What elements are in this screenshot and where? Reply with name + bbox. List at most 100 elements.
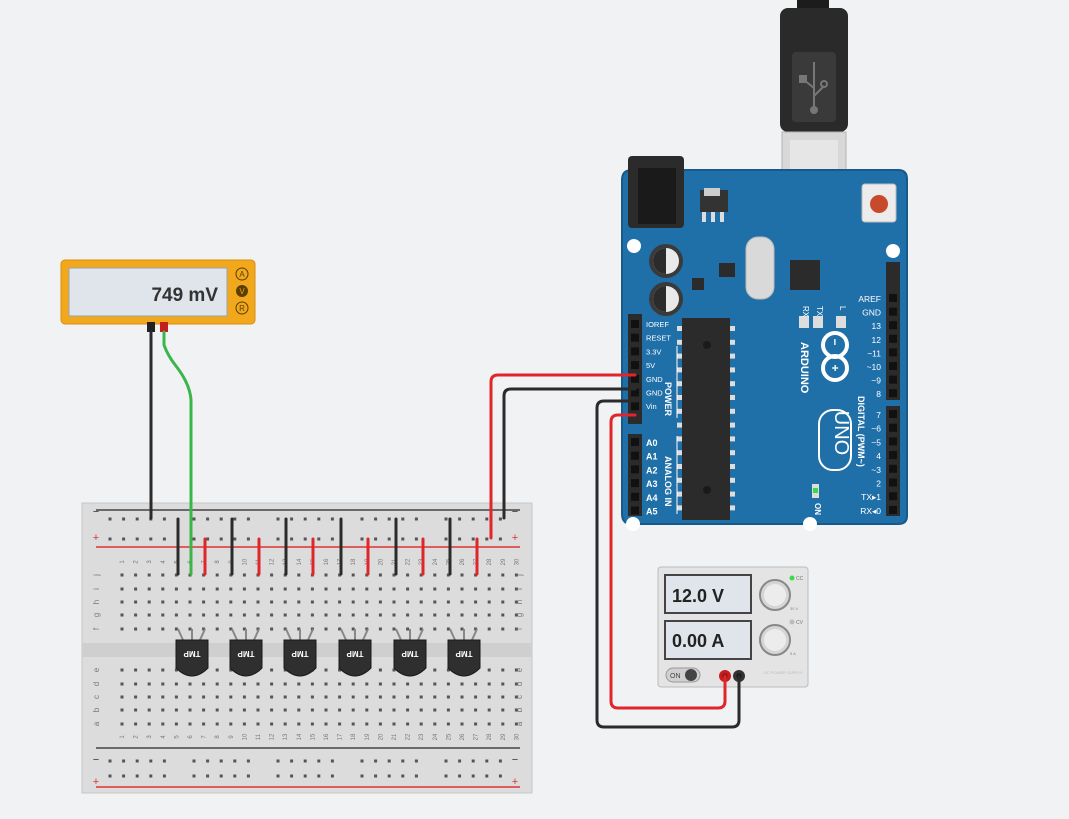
rail-hole[interactable] <box>387 517 391 521</box>
terminal-hole[interactable] <box>297 600 301 604</box>
terminal-hole[interactable] <box>161 613 165 617</box>
rail-hole[interactable] <box>471 517 475 521</box>
rail-hole[interactable] <box>233 537 237 541</box>
terminal-hole[interactable] <box>215 695 219 699</box>
rail-hole[interactable] <box>498 759 502 763</box>
terminal-hole[interactable] <box>460 695 464 699</box>
digital-pin-socket[interactable] <box>889 362 897 370</box>
terminal-hole[interactable] <box>474 587 478 591</box>
rail-hole[interactable] <box>414 517 418 521</box>
terminal-hole[interactable] <box>215 708 219 712</box>
terminal-hole[interactable] <box>419 722 423 726</box>
terminal-hole[interactable] <box>283 682 287 686</box>
terminal-hole[interactable] <box>514 613 518 617</box>
terminal-hole[interactable] <box>378 708 382 712</box>
terminal-hole[interactable] <box>188 695 192 699</box>
terminal-hole[interactable] <box>215 722 219 726</box>
rail-hole[interactable] <box>135 759 139 763</box>
terminal-hole[interactable] <box>270 613 274 617</box>
terminal-hole[interactable] <box>229 587 233 591</box>
terminal-hole[interactable] <box>487 668 491 672</box>
terminal-hole[interactable] <box>174 682 178 686</box>
terminal-hole[interactable] <box>446 668 450 672</box>
terminal-hole[interactable] <box>460 613 464 617</box>
terminal-hole[interactable] <box>283 600 287 604</box>
terminal-hole[interactable] <box>351 613 355 617</box>
digital-pin-socket[interactable] <box>889 451 897 460</box>
terminal-hole[interactable] <box>202 587 206 591</box>
terminal-hole[interactable] <box>460 627 464 631</box>
terminal-hole[interactable] <box>270 600 274 604</box>
terminal-hole[interactable] <box>242 682 246 686</box>
rail-hole[interactable] <box>219 537 223 541</box>
mode-ammeter-button[interactable]: A <box>235 267 249 281</box>
terminal-hole[interactable] <box>433 722 437 726</box>
terminal-hole[interactable] <box>161 682 165 686</box>
rail-hole[interactable] <box>192 537 196 541</box>
terminal-hole[interactable] <box>297 682 301 686</box>
terminal-hole[interactable] <box>338 668 342 672</box>
terminal-hole[interactable] <box>147 587 151 591</box>
terminal-hole[interactable] <box>433 668 437 672</box>
terminal-hole[interactable] <box>283 668 287 672</box>
terminal-hole[interactable] <box>474 573 478 577</box>
analog-pin-socket[interactable] <box>631 451 639 460</box>
rail-hole[interactable] <box>276 537 280 541</box>
terminal-hole[interactable] <box>310 695 314 699</box>
digital-pin-socket[interactable] <box>889 478 897 487</box>
terminal-hole[interactable] <box>378 573 382 577</box>
terminal-hole[interactable] <box>202 695 206 699</box>
terminal-hole[interactable] <box>324 682 328 686</box>
terminal-hole[interactable] <box>487 600 491 604</box>
terminal-hole[interactable] <box>310 587 314 591</box>
digital-pin-socket[interactable] <box>889 389 897 398</box>
power-pin-socket[interactable] <box>631 374 639 383</box>
rail-hole[interactable] <box>444 537 448 541</box>
terminal-hole[interactable] <box>433 587 437 591</box>
rail-hole[interactable] <box>414 537 418 541</box>
terminal-hole[interactable] <box>202 708 206 712</box>
terminal-hole[interactable] <box>406 587 410 591</box>
terminal-hole[interactable] <box>433 573 437 577</box>
terminal-hole[interactable] <box>433 627 437 631</box>
digital-pin-socket[interactable] <box>889 294 897 302</box>
power-pin-socket[interactable] <box>631 402 639 411</box>
rail-hole[interactable] <box>458 517 462 521</box>
terminal-hole[interactable] <box>487 613 491 617</box>
tmp-sensor[interactable]: TMP <box>393 628 427 677</box>
terminal-hole[interactable] <box>446 627 450 631</box>
terminal-hole[interactable] <box>283 695 287 699</box>
terminal-hole[interactable] <box>229 668 233 672</box>
rail-hole[interactable] <box>485 517 489 521</box>
terminal-hole[interactable] <box>134 708 138 712</box>
terminal-hole[interactable] <box>365 573 369 577</box>
rail-hole[interactable] <box>149 537 153 541</box>
terminal-hole[interactable] <box>310 722 314 726</box>
terminal-hole[interactable] <box>242 695 246 699</box>
rail-hole[interactable] <box>303 517 307 521</box>
rail-hole[interactable] <box>122 759 126 763</box>
terminal-hole[interactable] <box>242 573 246 577</box>
terminal-hole[interactable] <box>256 722 260 726</box>
terminal-hole[interactable] <box>460 708 464 712</box>
rail-hole[interactable] <box>387 537 391 541</box>
terminal-hole[interactable] <box>406 600 410 604</box>
rail-hole[interactable] <box>414 774 418 778</box>
digital-pin-socket[interactable] <box>889 437 897 446</box>
terminal-hole[interactable] <box>147 600 151 604</box>
power-pin-socket[interactable] <box>631 347 639 356</box>
terminal-hole[interactable] <box>433 682 437 686</box>
terminal-hole[interactable] <box>120 600 124 604</box>
rail-hole[interactable] <box>135 517 139 521</box>
terminal-hole[interactable] <box>514 708 518 712</box>
terminal-hole[interactable] <box>419 613 423 617</box>
rail-hole[interactable] <box>290 537 294 541</box>
terminal-hole[interactable] <box>215 587 219 591</box>
rail-hole[interactable] <box>444 774 448 778</box>
rail-hole[interactable] <box>276 759 280 763</box>
terminal-hole[interactable] <box>406 708 410 712</box>
rail-hole[interactable] <box>206 537 210 541</box>
rail-hole[interactable] <box>246 537 250 541</box>
terminal-hole[interactable] <box>297 722 301 726</box>
terminal-hole[interactable] <box>215 573 219 577</box>
